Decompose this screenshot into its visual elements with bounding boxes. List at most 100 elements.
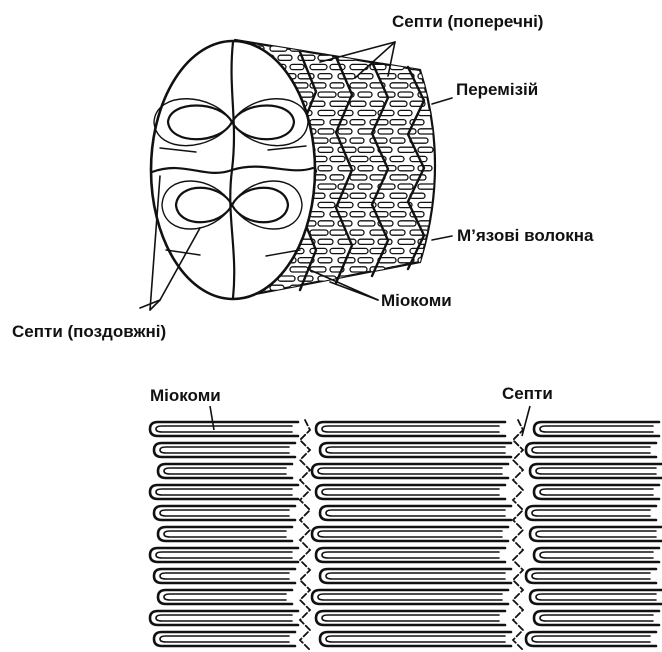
tissue-fiber-loop [534, 422, 659, 436]
tissue-fiber-inner [326, 636, 505, 642]
tissue-fiber-inner [322, 426, 499, 432]
label-perimysium: Перемізій [456, 80, 538, 100]
tissue-fiber-loop [158, 464, 292, 478]
muscle-fiber [318, 92, 336, 97]
muscle-fiber [318, 147, 333, 152]
muscle-fiber [390, 83, 408, 88]
muscle-fiber [398, 129, 416, 134]
muscle-fiber [390, 285, 407, 290]
muscle-fiber [398, 276, 413, 281]
tissue-septum [300, 420, 310, 650]
muscle-fiber [398, 184, 413, 189]
muscle-fiber [330, 175, 344, 180]
tissue-fiber-inner [532, 510, 650, 516]
muscle-fiber [338, 294, 353, 299]
tissue-fiber-inner [540, 615, 653, 621]
tissue-fiber-inner [318, 468, 502, 474]
muscle-fiber [378, 239, 392, 244]
muscle-fiber [330, 64, 345, 69]
muscle-fiber [398, 166, 414, 171]
muscle-fiber [290, 267, 308, 272]
muscle-fiber [338, 221, 352, 226]
muscle-fiber [350, 230, 364, 235]
muscle-fiber [410, 46, 428, 51]
muscle-fiber [318, 258, 332, 263]
label-myocommata-top: Міокоми [381, 291, 452, 311]
muscle-fiber [358, 74, 373, 79]
label-muscle-fibers: М’язові волокна [457, 226, 594, 246]
tissue-fiber-inner [322, 489, 499, 495]
tissue-septum [513, 420, 523, 650]
tissue-fiber-loop [320, 569, 511, 583]
tissue-fiber-inner [540, 426, 653, 432]
muscle-fiber [418, 55, 433, 60]
muscle-fiber [358, 110, 376, 115]
label-septa-bottom: Септи [502, 384, 553, 404]
muscle-fiber [330, 46, 346, 51]
muscle-fiber [410, 230, 428, 235]
muscle-fiber [370, 212, 388, 217]
tissue-fiber-loop [150, 548, 298, 562]
tissue-fiber-loop [154, 632, 295, 646]
muscle-fiber [358, 92, 372, 97]
muscle-fiber [390, 212, 406, 217]
muscle-fiber [390, 156, 404, 161]
tissue-fiber-inner [536, 594, 656, 600]
muscle-fiber [418, 147, 433, 152]
label-myocommata-bottom: Міокоми [150, 386, 221, 406]
muscle-fiber [318, 239, 333, 244]
tissue-fiber-loop [534, 485, 659, 499]
muscle-fiber [350, 212, 365, 217]
tissue-fiber-loop [526, 506, 656, 520]
muscle-fiber [278, 55, 292, 60]
tissue-fiber-inner [318, 531, 502, 537]
muscle-fiber [310, 64, 327, 69]
muscle-fiber [358, 276, 372, 281]
tissue-fiber-loop [150, 422, 298, 436]
muscle-cylinder [151, 40, 436, 300]
muscle-fiber [350, 267, 367, 272]
muscle-fiber [338, 202, 353, 207]
muscle-fiber [318, 110, 335, 115]
muscle-fiber [310, 285, 325, 290]
muscle-fiber [350, 175, 367, 180]
muscle-fiber [378, 202, 394, 207]
muscle-fiber [330, 230, 346, 235]
muscle-fiber [358, 147, 374, 152]
muscle-fiber [338, 74, 355, 79]
tissue-fiber-loop [158, 590, 292, 604]
tissue-fiber-inner [164, 594, 286, 600]
muscle-fiber [350, 120, 365, 125]
tissue-fiber-loop [312, 464, 508, 478]
muscle-fiber [418, 110, 435, 115]
tissue-fiber-loop [158, 527, 292, 541]
tissue-fiber-loop [530, 527, 662, 541]
tissue-fiber-inner [536, 531, 656, 537]
muscle-fiber [258, 294, 276, 299]
tissue-fiber-inner [532, 636, 650, 642]
muscle-fiber [410, 267, 426, 272]
muscle-fiber [390, 193, 407, 198]
tissue-fiber-loop [316, 611, 505, 625]
muscle-fiber [318, 74, 332, 79]
tissue-fiber-loop [534, 611, 659, 625]
muscle-fiber [390, 101, 407, 106]
tissue-fiber-loop [154, 443, 295, 457]
muscle-fiber [378, 276, 395, 281]
muscle-fiber [358, 184, 372, 189]
muscle-fiber [318, 166, 332, 171]
tissue-fiber-inner [156, 426, 292, 432]
muscle-fiber [350, 248, 368, 253]
label-septa-transverse: Септи (поперечні) [392, 12, 543, 32]
muscle-fiber [330, 83, 344, 88]
muscle-fiber [290, 64, 304, 69]
muscle-fiber [338, 147, 356, 152]
muscle-fiber [310, 46, 328, 51]
muscle-fiber [390, 138, 405, 143]
tissue-fiber-loop [534, 548, 659, 562]
tissue-fiber-inner [160, 636, 289, 642]
muscle-fiber [398, 110, 412, 115]
tissue-fiber-loop [316, 422, 505, 436]
muscle-fiber [378, 129, 393, 134]
